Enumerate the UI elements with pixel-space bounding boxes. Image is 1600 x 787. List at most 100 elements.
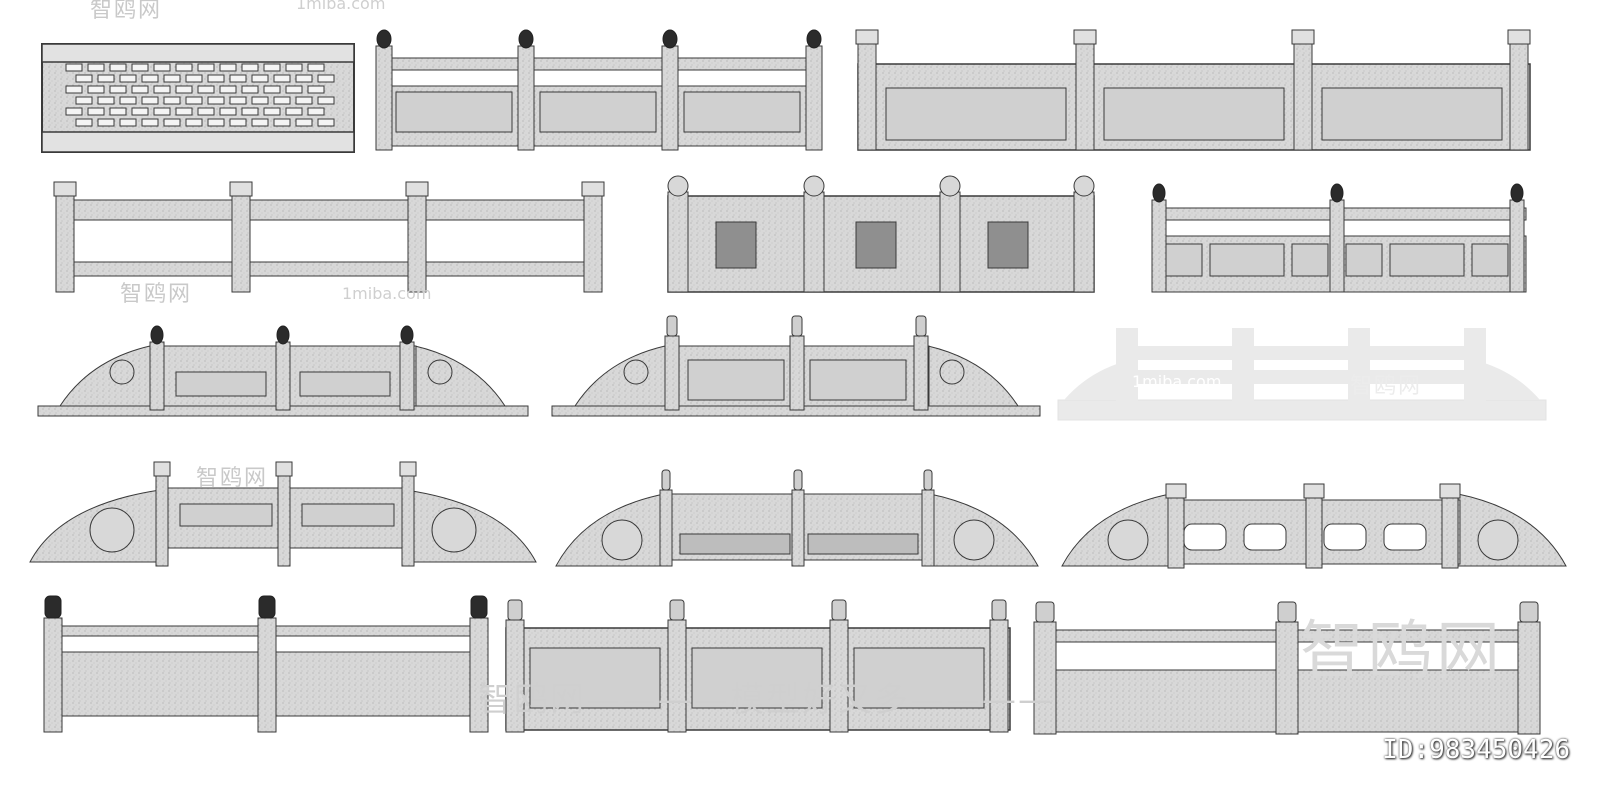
image-id-label: ID:983450426 [1382, 735, 1570, 765]
post-cap [275, 461, 293, 477]
lattice-brick [75, 96, 93, 105]
window-opening [1243, 523, 1287, 551]
post [1151, 199, 1167, 293]
lattice-brick [307, 85, 325, 94]
post [789, 335, 805, 411]
post-cap [1073, 29, 1097, 45]
lattice-brick [75, 74, 93, 83]
lattice-brick [295, 118, 313, 127]
scroll-end-railing-carved [37, 325, 529, 417]
scroll-end-railing-plain [551, 315, 1041, 417]
lattice-brick [65, 107, 83, 116]
post-cap [666, 315, 678, 337]
carved-screen-railing [667, 175, 1095, 293]
post [1075, 43, 1095, 151]
lattice-brick [197, 85, 215, 94]
post-cap [153, 461, 171, 477]
lattice-brick [219, 85, 237, 94]
gourd-post-railing-panels [375, 29, 823, 151]
lattice-brick [65, 63, 83, 72]
lattice-brick [241, 85, 259, 94]
post-cap [1510, 183, 1524, 203]
post-cap [915, 315, 927, 337]
post [277, 475, 291, 567]
post-cap [399, 461, 417, 477]
post-cap [661, 469, 671, 491]
post [803, 191, 825, 293]
post-cap [831, 599, 847, 621]
post [857, 43, 877, 151]
lattice-brick [109, 63, 127, 72]
lattice-brick [251, 118, 269, 127]
post-cap [229, 181, 253, 197]
post [1441, 497, 1459, 569]
window-opening [1383, 523, 1427, 551]
post [661, 45, 679, 151]
lattice-brick [65, 85, 83, 94]
post-cap [1330, 183, 1344, 203]
post-cap [1507, 29, 1531, 45]
post-cap [939, 175, 961, 197]
lattice-brick [251, 74, 269, 83]
post-cap [1165, 483, 1187, 499]
post-cap [1152, 183, 1166, 203]
lattice-brick [317, 96, 335, 105]
post-cap [662, 29, 678, 49]
post-cap [669, 599, 685, 621]
lattice-brick [285, 85, 303, 94]
lattice-brick [295, 96, 313, 105]
lattice-brick [109, 85, 127, 94]
lattice-brick [207, 118, 225, 127]
faded-railing [1057, 328, 1547, 421]
lattice-brick [229, 74, 247, 83]
post-cap [405, 181, 429, 197]
lattice-brick [119, 118, 137, 127]
post-cap [470, 595, 488, 619]
post [921, 489, 935, 567]
post [231, 195, 251, 293]
post [275, 341, 291, 411]
post-cap [507, 599, 523, 621]
post-cap [376, 29, 392, 49]
window-opening [1183, 523, 1227, 551]
post-cap [276, 325, 290, 345]
wheel-end-railing-windows [1061, 483, 1567, 569]
watermark-site-top: 1miba.com [296, 0, 386, 13]
lattice-brick [207, 74, 225, 83]
post [667, 191, 689, 293]
watermark-brand-left: 智鸥网 [120, 282, 193, 307]
post [1329, 199, 1345, 293]
watermark-brand-faded: 智鸥网 [1350, 374, 1423, 399]
post [1509, 199, 1525, 293]
lattice-brick [153, 85, 171, 94]
window-opening [1323, 523, 1367, 551]
post-cap [1073, 175, 1095, 197]
lattice-brick [153, 63, 171, 72]
post [939, 191, 961, 293]
lattice-brick [307, 107, 325, 116]
lattice-brick [109, 107, 127, 116]
post [659, 489, 673, 567]
lattice-brick [273, 74, 291, 83]
watermark-site-faded: 1miba.com [1132, 372, 1222, 391]
post [791, 489, 805, 567]
post [257, 617, 277, 733]
post [1073, 191, 1095, 293]
post [1348, 328, 1370, 402]
lattice-brick [175, 107, 193, 116]
post-cap [1277, 601, 1297, 623]
watermark-brand-large: 智鸥网 [1300, 615, 1504, 689]
post [664, 335, 680, 411]
lattice-brick [197, 107, 215, 116]
post [407, 195, 427, 293]
watermark-brand-top: 智鸥网 [90, 0, 163, 23]
lattice-block-railing [41, 43, 355, 153]
lattice-brick [163, 74, 181, 83]
lattice-brick [141, 96, 159, 105]
lattice-brick [141, 118, 159, 127]
lattice-brick [251, 96, 269, 105]
post [583, 195, 603, 293]
post-cap [400, 325, 414, 345]
lattice-brick [273, 96, 291, 105]
